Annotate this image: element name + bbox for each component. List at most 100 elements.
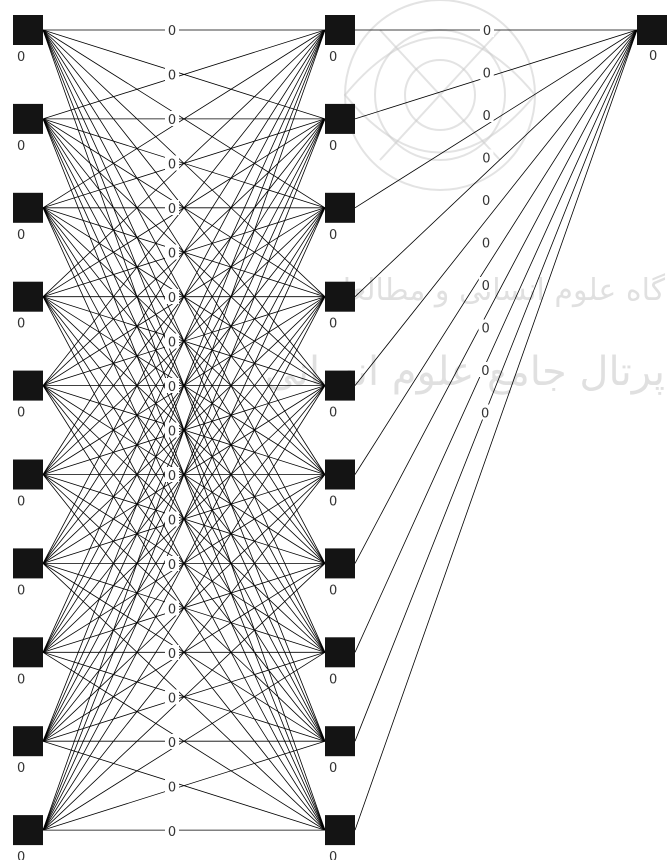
edge-in-7-h-1	[42, 29, 326, 564]
edge-in-8-h-1	[42, 29, 326, 653]
node-label: 0	[329, 850, 337, 860]
weight-label-text: 0	[168, 69, 176, 84]
node-h-1: 0	[325, 15, 355, 65]
node-out-1: 0	[637, 15, 667, 64]
edge-h-5-out-1	[354, 29, 638, 386]
node-h-2: 0	[325, 103, 355, 154]
weight-label-text: 0	[168, 514, 176, 529]
edge-h-9-out-1	[354, 29, 638, 742]
weight-label-text: 0	[168, 158, 176, 173]
edge-in-10-h-6	[42, 474, 326, 831]
node-label: 0	[17, 228, 25, 243]
node-in-2: 0	[13, 103, 43, 154]
edge-h-8-out-1	[354, 29, 638, 653]
node-square	[325, 15, 355, 45]
edges-layer	[42, 29, 638, 831]
edge-h-10-out-1	[354, 29, 638, 831]
weight-label-ho: 0	[479, 64, 494, 82]
weight-label-ho: 0	[478, 319, 493, 337]
node-square	[13, 637, 43, 668]
node-label: 0	[649, 49, 657, 64]
weight-label-ih: 0	[165, 600, 179, 618]
weight-label-ho: 0	[478, 362, 493, 379]
weight-label-text: 0	[482, 109, 490, 124]
node-square	[13, 548, 43, 579]
node-label: 0	[17, 583, 25, 598]
edge-in-10-h-2	[42, 118, 326, 831]
node-in-6: 0	[13, 459, 43, 510]
node-label: 0	[329, 761, 337, 776]
node-in-1: 0	[13, 15, 43, 65]
node-h-8: 0	[325, 637, 355, 687]
node-h-10: 0	[325, 815, 355, 860]
weight-label-ho: 0	[479, 149, 494, 167]
node-h-6: 0	[325, 459, 355, 510]
weight-label-text: 0	[168, 380, 176, 395]
edge-h-7-out-1	[354, 29, 638, 564]
weight-label-text: 0	[483, 24, 491, 39]
node-h-5: 0	[325, 370, 355, 421]
weight-label-ih: 0	[165, 244, 179, 262]
weight-label-ih: 0	[165, 689, 179, 707]
weight-label-text: 0	[168, 825, 176, 840]
node-square	[325, 192, 355, 223]
node-square	[637, 15, 667, 45]
weight-label-ih: 0	[165, 111, 179, 128]
node-h-4: 0	[325, 281, 355, 332]
weight-label-ih: 0	[165, 22, 179, 39]
weight-label-text: 0	[481, 322, 489, 337]
node-label: 0	[17, 139, 25, 154]
weight-label-text: 0	[168, 247, 176, 262]
node-label: 0	[17, 406, 25, 421]
weight-label-text: 0	[168, 113, 176, 128]
weight-label-text: 0	[482, 279, 490, 294]
weight-label-ih: 0	[165, 66, 179, 84]
weight-label-text: 0	[483, 67, 491, 82]
weight-label-text: 0	[482, 237, 490, 252]
node-square	[13, 370, 43, 401]
node-square	[13, 192, 43, 223]
node-label: 0	[329, 583, 337, 598]
node-square	[325, 815, 355, 846]
node-square	[325, 726, 355, 757]
weight-label-ih: 0	[165, 467, 179, 484]
nodes-layer: 0 0 0 0 0 0 0 0 0 0 0 0 0 0 0 0 0 0 0 0 0	[13, 15, 667, 860]
weight-label-ih: 0	[165, 734, 179, 751]
node-h-9: 0	[325, 726, 355, 776]
weight-label-ih: 0	[165, 200, 179, 217]
edge-in-3-h-1	[42, 29, 326, 209]
node-in-7: 0	[13, 548, 43, 598]
weight-label-ih: 0	[165, 511, 179, 529]
weight-label-ih: 0	[165, 778, 179, 796]
weight-label-text: 0	[482, 194, 490, 209]
weight-label-ih: 0	[165, 155, 179, 173]
node-label: 0	[17, 672, 25, 687]
weight-label-ho: 0	[478, 404, 493, 422]
edge-in-10-h-4	[42, 296, 326, 831]
weight-label-text: 0	[168, 202, 176, 217]
edge-in-10-h-1	[42, 29, 326, 831]
node-label: 0	[329, 406, 337, 421]
node-label: 0	[329, 317, 337, 332]
weight-label-text: 0	[168, 336, 176, 351]
weight-label-ho: 0	[479, 234, 493, 252]
node-h-3: 0	[325, 192, 355, 243]
weight-label-text: 0	[168, 736, 176, 751]
edge-in-4-h-1	[42, 29, 326, 297]
node-square	[325, 548, 355, 579]
weight-label-ih: 0	[165, 422, 179, 440]
weight-label-ih: 0	[165, 645, 179, 662]
node-square	[13, 726, 43, 757]
node-square	[13, 103, 43, 134]
edge-labels-layer: 0 0 0 0 0 0 0 0 0 0 0 0 0 0 0 0 0 0 0 0 0 0 0 0 0 0 0 0 0 0	[165, 22, 494, 840]
node-label: 0	[329, 50, 337, 65]
weight-label-ho: 0	[478, 277, 493, 294]
node-square	[325, 370, 355, 401]
weight-label-ih: 0	[165, 378, 179, 395]
weight-label-text: 0	[168, 647, 176, 662]
node-label: 0	[17, 761, 25, 776]
node-label: 0	[17, 495, 25, 510]
weight-label-ho: 0	[479, 192, 494, 209]
